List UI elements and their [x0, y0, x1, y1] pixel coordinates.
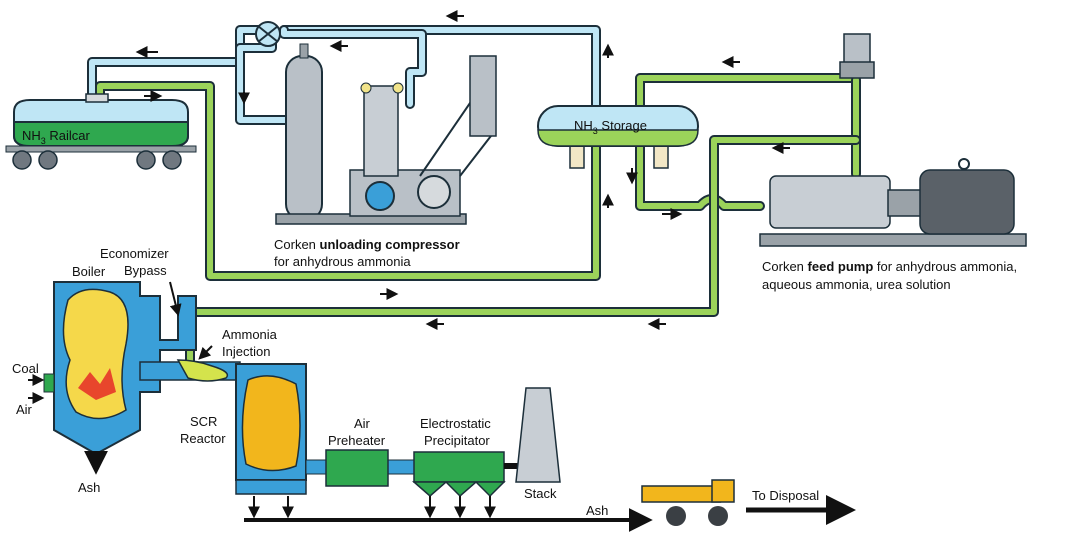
boiler-ash-label: Ash [78, 480, 100, 495]
storage-label: NH3 Storage [574, 118, 647, 136]
feed-pump [759, 33, 1027, 247]
coal-label: Coal [12, 361, 39, 376]
preheater-label-line1: Air [354, 416, 371, 431]
flow-arrow [198, 345, 213, 360]
storage-tank [537, 105, 699, 169]
stack [515, 387, 561, 483]
precipitator-label-line2: Precipitator [424, 433, 490, 448]
scr-reactor [235, 363, 307, 495]
flow-arrows [28, 10, 790, 519]
preheater-label-line2: Preheater [328, 433, 386, 448]
boiler-label: Boiler [72, 264, 106, 279]
scr-label-line2: Reactor [180, 431, 226, 446]
flow-arrow [169, 281, 182, 317]
flue-duct [139, 359, 241, 382]
stack-label: Stack [524, 486, 557, 501]
vapor-valve [255, 21, 281, 47]
ammonia-injection-label-line1: Ammonia [222, 327, 278, 342]
ammonia-injection-label-line2: Injection [222, 344, 270, 359]
unloading-compressor [275, 43, 497, 225]
disposal-label: To Disposal [752, 488, 819, 503]
pump-label-line1: Corken feed pump for anhydrous ammonia, [762, 259, 1017, 274]
scr-label-line1: SCR [190, 414, 217, 429]
preheater [305, 449, 417, 487]
dump-truck [641, 479, 735, 526]
economizer-label-line1: Economizer [100, 246, 169, 261]
pump-label-line2: aqueous ammonia, urea solution [762, 277, 951, 292]
ash-line-label: Ash [586, 503, 608, 518]
precipitator-label-line1: Electrostatic [420, 416, 491, 431]
railcar [5, 93, 197, 170]
compressor-label-line2: for anhydrous ammonia [274, 254, 411, 269]
compressor-label-line1: Corken unloading compressor [274, 237, 460, 252]
railcar-label: NH3 Railcar [22, 128, 91, 146]
boiler [43, 281, 197, 475]
air-label: Air [16, 402, 33, 417]
economizer-label-line2: Bypass [124, 263, 167, 278]
